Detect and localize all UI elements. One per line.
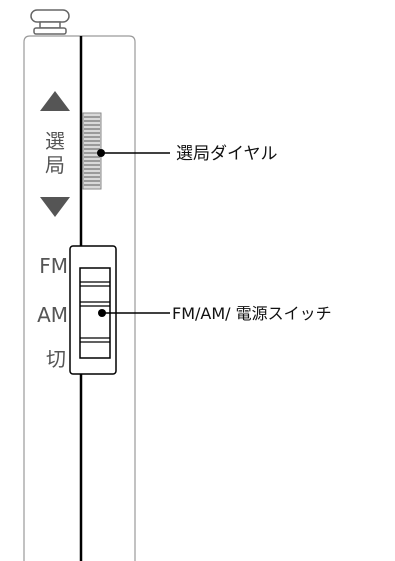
tuning-char-bottom: 局 (45, 153, 65, 177)
power-switch-pointer-dot (98, 309, 106, 317)
top-knob (30, 9, 70, 35)
power-switch[interactable] (69, 245, 117, 375)
triangle-down-icon (40, 197, 70, 217)
power-switch-callout: FM/AM/ 電源スイッチ (172, 304, 332, 323)
switch-label-off: 切 (46, 347, 66, 371)
tuning-dial[interactable] (82, 112, 102, 190)
triangle-up-icon (40, 91, 70, 111)
switch-label-am: AM (37, 303, 68, 327)
switch-label-fm: FM (39, 254, 68, 278)
tuning-char-top: 選 (45, 129, 65, 153)
tuning-dial-pointer-dot (97, 149, 105, 157)
tuning-dial-callout: 選局ダイヤル (176, 144, 278, 164)
